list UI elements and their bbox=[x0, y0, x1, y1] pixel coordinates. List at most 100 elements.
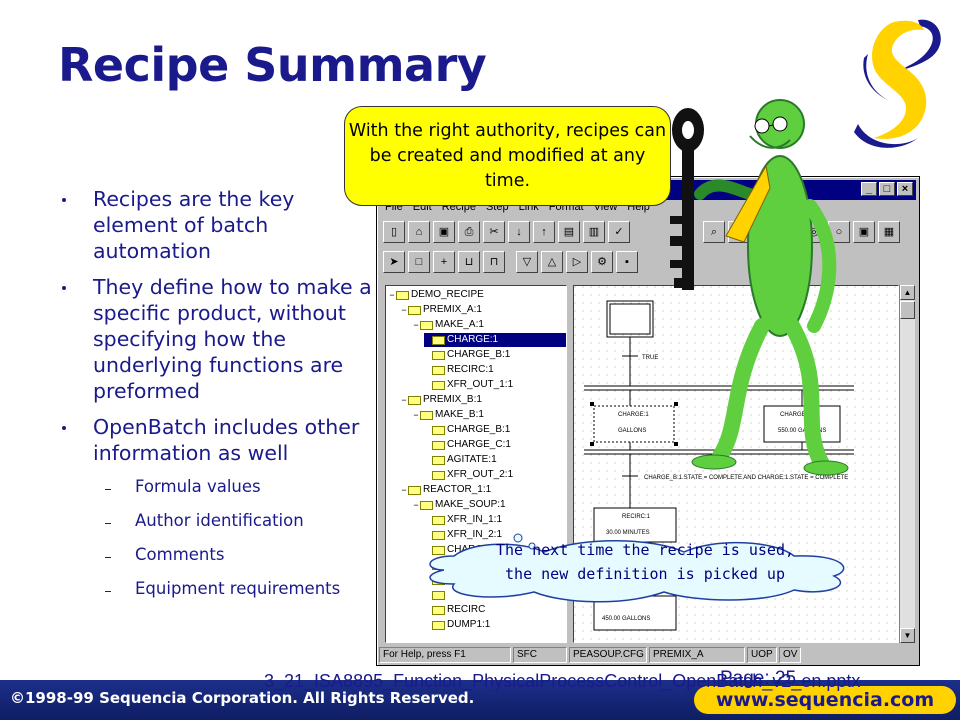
plus-icon[interactable]: + bbox=[433, 251, 455, 273]
scroll-up-icon[interactable]: ▲ bbox=[900, 285, 915, 300]
tree-node-label: REACTOR_1:1 bbox=[423, 484, 492, 495]
tree-node-label: XFR_OUT_1:1 bbox=[447, 379, 514, 390]
bullet-item: Recipes are the key element of batch aut… bbox=[62, 186, 372, 264]
tree-node-label: DEMO_RECIPE bbox=[411, 289, 484, 300]
tree-node-label: CHARGE_C:1 bbox=[447, 439, 511, 450]
link-icon[interactable]: ⊔ bbox=[458, 251, 480, 273]
folder-icon bbox=[396, 290, 409, 300]
tree-node[interactable]: CHARGE:1 bbox=[424, 333, 566, 347]
tree-expander-icon[interactable]: − bbox=[413, 410, 419, 420]
status-config: PEASOUP.CFG bbox=[569, 647, 647, 663]
folder-icon bbox=[408, 395, 421, 405]
tree-expander-icon[interactable]: − bbox=[413, 320, 419, 330]
tree-expander-icon[interactable]: − bbox=[401, 305, 407, 315]
folder-icon bbox=[432, 590, 445, 600]
tree-node-label: AGITATE:1 bbox=[447, 454, 497, 465]
status-uop: UOP bbox=[747, 647, 777, 663]
tree-node[interactable]: XFR_OUT_2:1 bbox=[424, 468, 513, 482]
sfc-charge-b-value: 550.00 GALLONS bbox=[778, 428, 826, 434]
folder-icon bbox=[432, 440, 445, 450]
down-icon[interactable]: ▽ bbox=[516, 251, 538, 273]
tree-node[interactable]: XFR_IN_2:1 bbox=[424, 528, 502, 542]
close-button[interactable]: × bbox=[897, 182, 913, 196]
tree-node[interactable]: − DEMO_RECIPE bbox=[388, 288, 484, 302]
vertical-scrollbar[interactable]: ▲ ▼ bbox=[899, 285, 915, 643]
page-number: Page: 25 bbox=[720, 668, 797, 689]
folder-icon bbox=[432, 350, 445, 360]
tree-node[interactable]: − PREMIX_A:1 bbox=[400, 303, 482, 317]
pointer-icon[interactable]: ➤ bbox=[383, 251, 405, 273]
tree-node[interactable]: DUMP1:1 bbox=[424, 618, 490, 632]
sub-bullet-item: Author identification bbox=[62, 510, 372, 532]
zoom-icon[interactable]: ⌕ bbox=[703, 221, 725, 243]
sfc-step-charge-b[interactable] bbox=[763, 405, 841, 443]
disk-icon[interactable]: ▪ bbox=[616, 251, 638, 273]
tree-node[interactable]: XFR_OUT_1:1 bbox=[424, 378, 513, 392]
cut-icon[interactable]: ✂ bbox=[483, 221, 505, 243]
tree-node[interactable]: −MAKE_SOUP:1 bbox=[412, 498, 505, 512]
tree-node[interactable]: CHARGE_B:1 bbox=[424, 423, 510, 437]
tree-node[interactable]: AGITATE:1 bbox=[424, 453, 497, 467]
sequencia-logo bbox=[854, 19, 941, 148]
status-bar: For Help, press F1 SFC PEASOUP.CFG PREMI… bbox=[379, 647, 917, 663]
sfc-recirc-label: RECIRC:1 bbox=[622, 514, 651, 520]
tree-node[interactable] bbox=[424, 588, 447, 602]
new-icon[interactable]: ▯ bbox=[383, 221, 405, 243]
tree-node[interactable]: CHARGE_C:1 bbox=[424, 438, 511, 452]
sub-bullet-item: Comments bbox=[62, 544, 372, 566]
copyright-text: ©1998-99 Sequencia Corporation. All Righ… bbox=[10, 689, 475, 707]
down-arrow-icon[interactable]: ↓ bbox=[508, 221, 530, 243]
tools-icon[interactable]: ⚙ bbox=[591, 251, 613, 273]
sfc-step-recirc[interactable] bbox=[593, 507, 677, 543]
tree-node[interactable]: RECIRC bbox=[424, 603, 485, 617]
tree-node[interactable]: − REACTOR_1:1 bbox=[400, 483, 491, 497]
print-icon[interactable]: ⎙ bbox=[458, 221, 480, 243]
folder-icon bbox=[432, 620, 445, 630]
folder-icon bbox=[432, 605, 445, 615]
authority-callout: With the right authority, recipes can be… bbox=[344, 106, 671, 206]
tree-expander-icon[interactable]: − bbox=[401, 485, 407, 495]
link-icon[interactable]: ⊓ bbox=[483, 251, 505, 273]
page-icon[interactable]: ▥ bbox=[583, 221, 605, 243]
tree-node-label: CHARGE_B:1 bbox=[447, 424, 511, 435]
save-icon[interactable]: ▣ bbox=[433, 221, 455, 243]
tree-expander-icon[interactable]: − bbox=[401, 395, 407, 405]
tree-node[interactable]: XFR_IN_1:1 bbox=[424, 513, 502, 527]
sfc-charge-b-label: CHARGE_B:1 bbox=[780, 412, 819, 418]
website-link[interactable]: www.sequencia.com bbox=[694, 686, 956, 714]
open-icon[interactable]: ⌂ bbox=[408, 221, 430, 243]
right-icon[interactable]: ▷ bbox=[566, 251, 588, 273]
tree-node-label: MAKE_A:1 bbox=[435, 319, 484, 330]
tree-expander-icon[interactable]: − bbox=[413, 500, 419, 510]
tree-node[interactable]: RECIRC:1 bbox=[424, 363, 494, 377]
layout-icon[interactable]: ▣ bbox=[853, 221, 875, 243]
step-icon[interactable]: □ bbox=[408, 251, 430, 273]
tree-node[interactable]: −MAKE_B:1 bbox=[412, 408, 484, 422]
layout-icon[interactable]: ▦ bbox=[878, 221, 900, 243]
tree-node-label: DUMP1:1 bbox=[447, 619, 491, 630]
standard-toolbar: ▯ ⌂ ▣ ⎙ ✂ ↓ ↑ ▤ ▥ ✓ bbox=[383, 221, 630, 247]
minimize-button[interactable]: _ bbox=[861, 182, 877, 196]
check-icon[interactable]: ✓ bbox=[608, 221, 630, 243]
tree-node[interactable]: − MAKE_A:1 bbox=[412, 318, 484, 332]
scroll-down-icon[interactable]: ▼ bbox=[900, 628, 915, 643]
up-icon[interactable]: △ bbox=[541, 251, 563, 273]
status-help: For Help, press F1 bbox=[379, 647, 511, 663]
tree-node-label: PREMIX_A:1 bbox=[423, 304, 482, 315]
tree-node[interactable]: CHARGE_B:1 bbox=[424, 348, 510, 362]
sfc-step-charge[interactable] bbox=[593, 405, 675, 443]
frog-mascot-illustration bbox=[670, 99, 849, 476]
sub-bullet-item: Equipment requirements bbox=[62, 578, 372, 600]
maximize-button[interactable]: □ bbox=[879, 182, 895, 196]
tree-expander-icon[interactable]: − bbox=[389, 290, 395, 300]
drawing-toolbar: ➤ □ + ⊔ ⊓ ▽ △ ▷ ⚙ ▪ bbox=[383, 251, 638, 277]
up-arrow-icon[interactable]: ↑ bbox=[533, 221, 555, 243]
folder-icon bbox=[408, 485, 421, 495]
folder-icon bbox=[408, 305, 421, 315]
page-icon[interactable]: ▤ bbox=[558, 221, 580, 243]
tree-node-label: XFR_IN_2:1 bbox=[447, 529, 503, 540]
scroll-thumb[interactable] bbox=[900, 301, 915, 319]
status-unit: PREMIX_A bbox=[649, 647, 745, 663]
tree-node[interactable]: −PREMIX_B:1 bbox=[400, 393, 482, 407]
tree-node-label: XFR_IN_1:1 bbox=[447, 514, 503, 525]
